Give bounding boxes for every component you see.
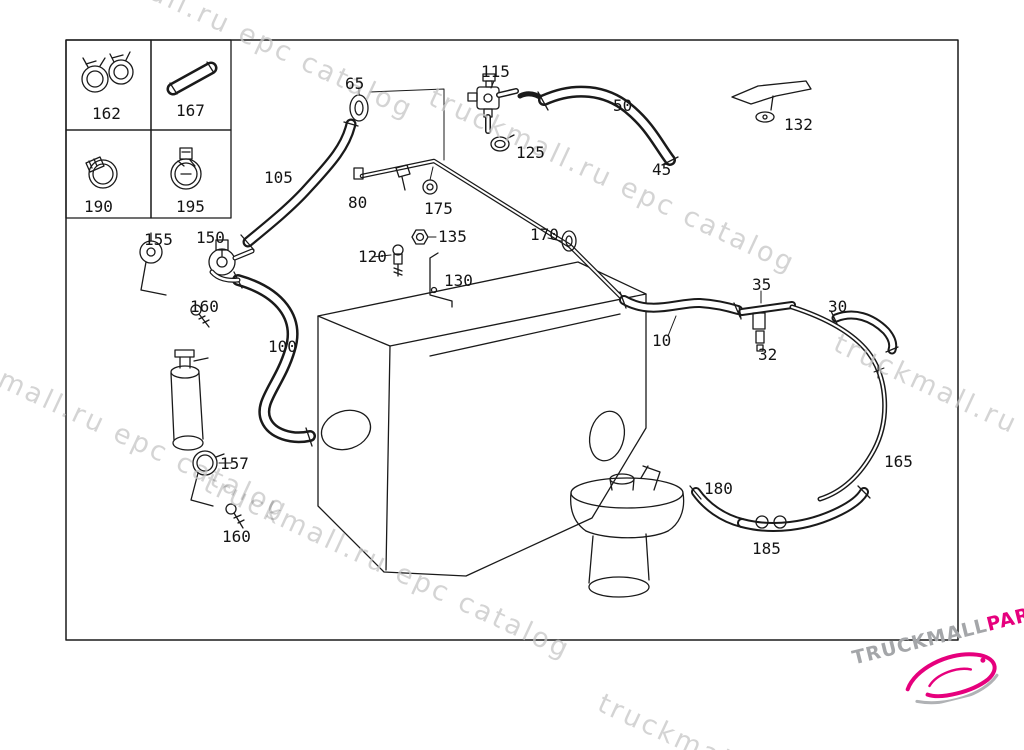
- hose-180: [689, 485, 747, 528]
- part-number-label-165: 165: [884, 452, 913, 471]
- part-number-label-160: 160: [190, 297, 219, 316]
- engine-block: [317, 261, 647, 577]
- logo-swirl-icon: [905, 652, 999, 705]
- grommet-170: [561, 230, 577, 252]
- aux-pump: [170, 349, 209, 451]
- valve-35-32: [738, 301, 796, 352]
- part-number-label-167: 167: [176, 101, 205, 120]
- part-number-label-150: 150: [196, 228, 225, 247]
- bracket-155: [139, 232, 167, 296]
- part-167-hose-stub: [166, 61, 218, 96]
- nut-135: [411, 229, 429, 245]
- part-number-label-10: 10: [652, 331, 672, 350]
- pump-150: [208, 239, 255, 283]
- part-number-label-32: 32: [758, 345, 778, 364]
- part-162-clamps: [81, 51, 134, 93]
- bracket-132: [731, 80, 812, 123]
- brand-logo: TRUCKMALLPARTS: [850, 597, 1024, 722]
- screw-160-upper: [190, 304, 210, 328]
- valve-115: [467, 73, 519, 134]
- part-number-label-120: 120: [358, 247, 387, 266]
- part-number-label-105: 105: [264, 168, 293, 187]
- part-number-label-45: 45: [652, 160, 672, 179]
- sensor-120: [392, 244, 404, 277]
- part-number-label-185: 185: [752, 539, 781, 558]
- clip-80: [395, 164, 411, 191]
- hose-50-45: [517, 85, 679, 166]
- leader-lines: [218, 80, 762, 464]
- inset-grid: [65, 39, 232, 219]
- part-190-clamp: [85, 156, 118, 189]
- part-number-label-100: 100: [268, 337, 297, 356]
- pipe-10: [353, 158, 743, 318]
- hose-105: [240, 118, 359, 251]
- part-number-label-195: 195: [176, 197, 205, 216]
- part-number-label-180: 180: [704, 479, 733, 498]
- part-number-label-125: 125: [516, 143, 545, 162]
- part-number-label-50: 50: [613, 96, 633, 115]
- clamp-157: [190, 450, 225, 507]
- part-number-label-170: 170: [530, 225, 559, 244]
- hose-185: [737, 485, 871, 532]
- part-number-label-30: 30: [828, 297, 848, 316]
- expansion-tank: [570, 465, 685, 598]
- part-number-label-130: 130: [444, 271, 473, 290]
- part-number-label-80: 80: [348, 193, 368, 212]
- clamp-125: [490, 134, 515, 152]
- pipe-165: [789, 304, 888, 502]
- part-number-label-132: 132: [784, 115, 813, 134]
- part-number-label-35: 35: [752, 275, 772, 294]
- screw-160-lower: [225, 503, 245, 529]
- part-number-label-155: 155: [144, 230, 173, 249]
- part-number-label-135: 135: [438, 227, 467, 246]
- part-number-label-157: 157: [220, 454, 249, 473]
- part-number-label-162: 162: [92, 104, 121, 123]
- grommet-65: [349, 87, 369, 122]
- bracket-130: [429, 252, 453, 308]
- part-number-label-190: 190: [84, 197, 113, 216]
- part-number-label-160: 160: [222, 527, 251, 546]
- part-number-label-115: 115: [481, 62, 510, 81]
- part-number-label-175: 175: [424, 199, 453, 218]
- part-number-label-65: 65: [345, 74, 365, 93]
- part-195-clamp: [170, 147, 202, 190]
- diagram-border: [65, 39, 959, 641]
